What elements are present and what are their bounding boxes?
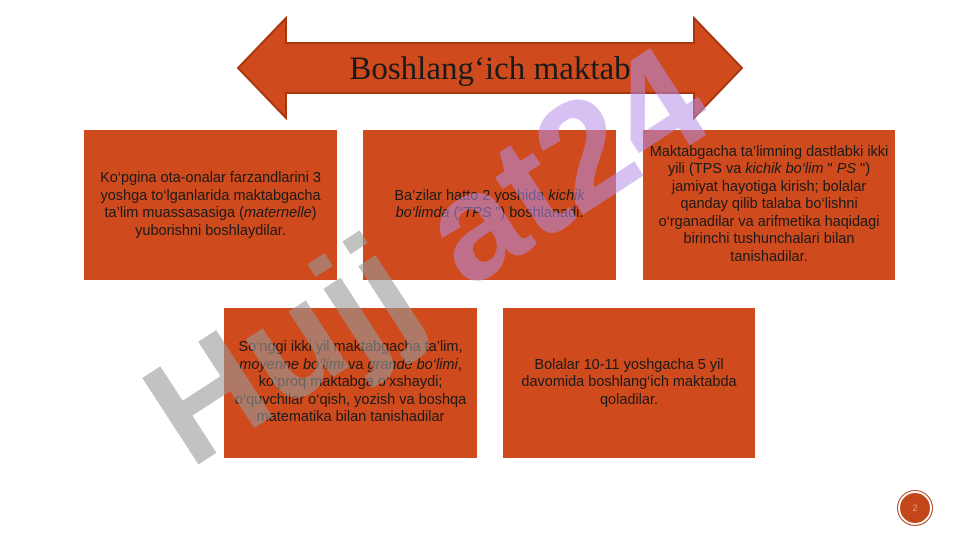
double-arrow-shape [236,16,744,120]
slide-number-button[interactable]: 2 [898,491,932,525]
info-box-3-text: Maktabgacha ta’limning dastlabki ikki yi… [649,143,889,265]
info-box-1-text: Ko‘pgina ota-onalar farzandlarini 3 yosh… [100,170,321,239]
info-box-2-text: Ba’zilar hatto 2 yoshida kichik bo‘limda… [394,187,585,222]
info-box-5-text: Bolalar 10-11 yoshgacha 5 yil davomida b… [521,356,737,408]
info-box-4: So‘nggi ikki yil maktabgacha ta’lim, moy… [224,308,477,458]
slide-title: Boshlang‘ich maktab [349,51,631,87]
slide-number: 2 [912,503,918,513]
info-box-1: Ko‘pgina ota-onalar farzandlarini 3 yosh… [84,130,337,280]
info-box-3: Maktabgacha ta’limning dastlabki ikki yi… [643,130,895,280]
info-box-2: Ba’zilar hatto 2 yoshida kichik bo‘limda… [363,130,616,280]
info-box-5: Bolalar 10-11 yoshgacha 5 yil davomida b… [503,308,755,458]
info-box-4-text: So‘nggi ikki yil maktabgacha ta’lim, moy… [234,339,467,426]
